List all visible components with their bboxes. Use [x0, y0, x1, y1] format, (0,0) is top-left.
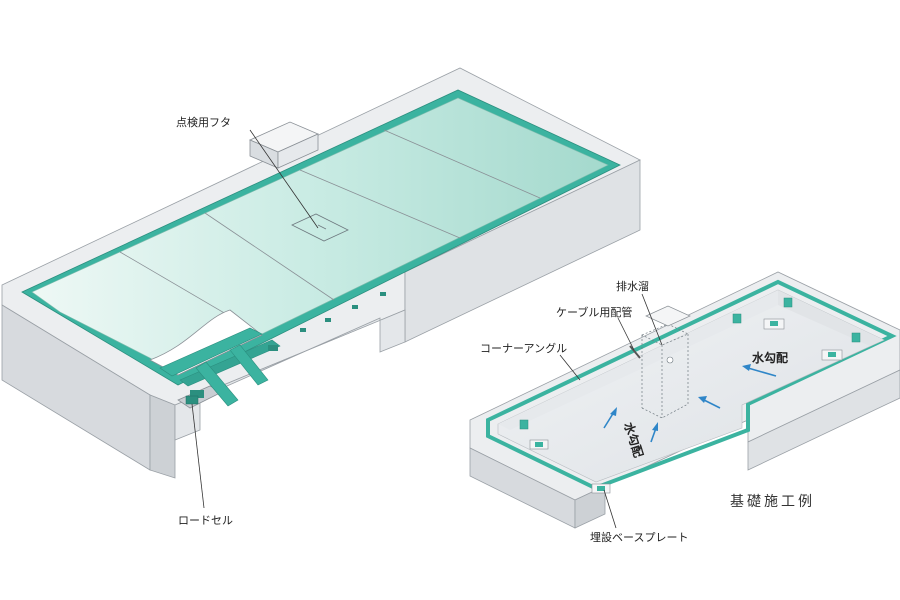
deck-edge-brackets	[300, 292, 386, 332]
leader-base-plate	[603, 489, 617, 529]
foundation-front-step	[149, 394, 176, 479]
drain-box-top	[645, 305, 691, 327]
slope-arrows	[603, 364, 777, 443]
label-corner-angle: コーナーアングル	[480, 341, 567, 355]
leader-cable-pipe	[617, 317, 635, 351]
deck-joint-4	[383, 129, 541, 199]
leader-drain-pit	[641, 293, 663, 346]
pit-right-front-wall	[747, 369, 900, 471]
exposed-steel-frame	[159, 327, 281, 407]
label-inspection-lid: 点検用フタ	[176, 115, 231, 129]
pit-right-wall	[778, 290, 884, 346]
label-drain-pit: 排水溜	[616, 279, 649, 293]
drain-outlet	[666, 356, 674, 364]
load-cell-marker	[185, 395, 199, 405]
label-base-plate: 埋設ベースプレート	[590, 530, 688, 544]
pit-foundation	[469, 271, 900, 529]
caption: 基礎施工例	[730, 493, 815, 510]
leader-corner-angle	[559, 354, 581, 381]
label-cable-pipe: ケーブル用配管	[556, 305, 632, 319]
deck-joint-3	[299, 169, 461, 239]
label-drain-slope-1: 水勾配	[752, 350, 788, 365]
label-load-cell: ロードセル	[178, 514, 233, 527]
pit-teal-rim	[486, 279, 897, 491]
floor-base-plates	[529, 318, 843, 494]
wall-base-plates	[519, 297, 861, 430]
deck-joint-2	[204, 212, 335, 301]
pit-back-wall	[498, 290, 778, 430]
inspection-lid-handle	[317, 224, 327, 230]
drain-pit	[641, 323, 689, 419]
cable-pipe	[629, 345, 641, 359]
large-scale-foundation	[1, 67, 641, 479]
deck-peeled-corner	[149, 309, 263, 376]
leader-inspection-lid	[249, 129, 319, 229]
back-utility-box-side	[277, 133, 319, 169]
leader-load-cell	[191, 403, 205, 509]
inspection-lid	[291, 213, 349, 242]
foundation-inner-ledge	[174, 309, 406, 441]
